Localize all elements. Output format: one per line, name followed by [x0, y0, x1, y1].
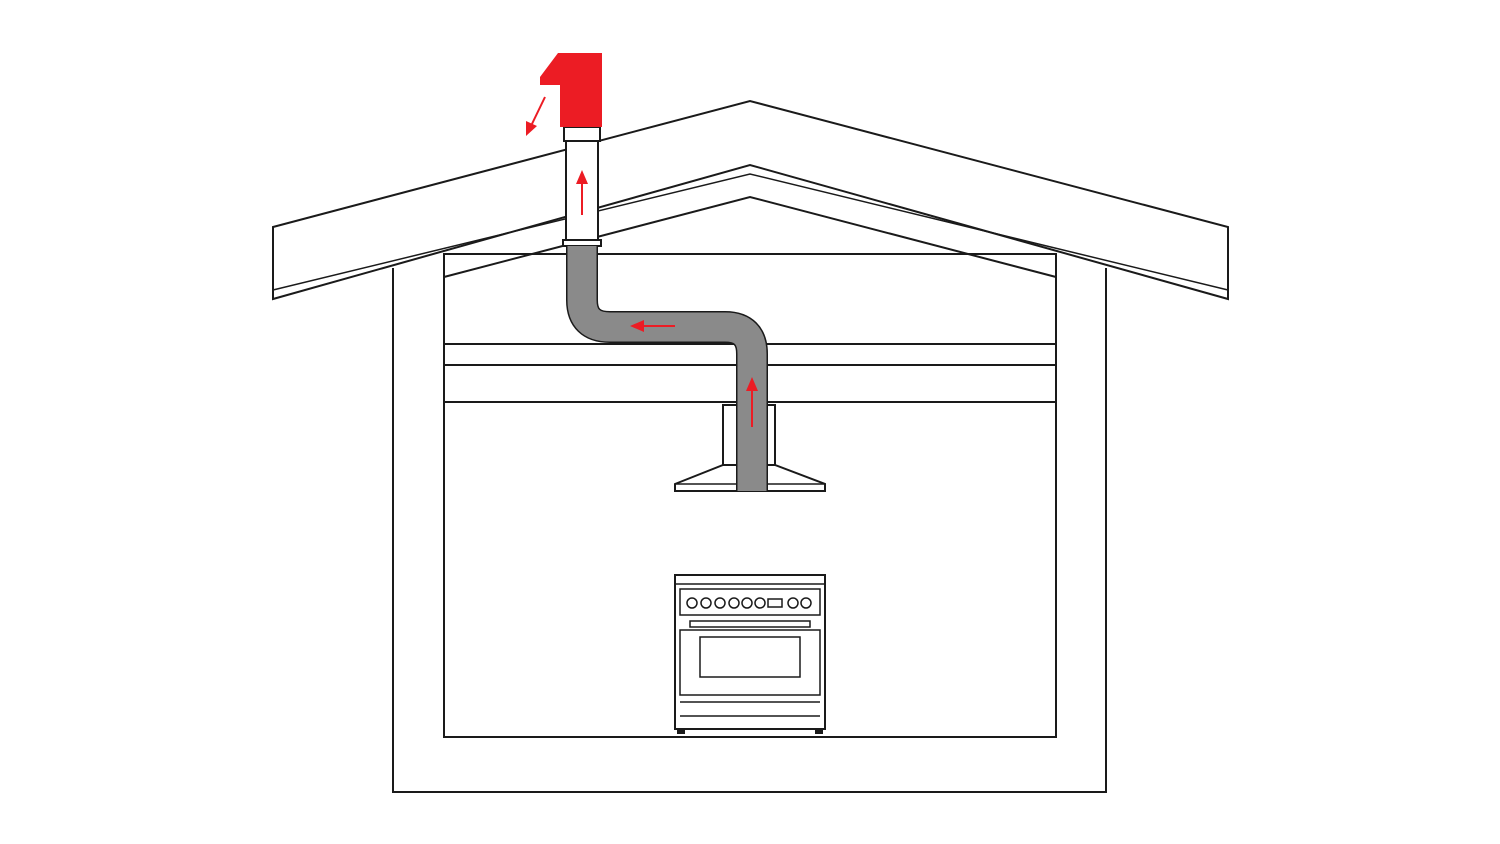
- airflow-arrow-icon: [746, 377, 758, 427]
- airflow-arrow-icon: [576, 170, 588, 215]
- vent-pipe-top: [563, 126, 601, 142]
- airflow-arrow-icon: [630, 320, 675, 332]
- roof-inner-line: [272, 173, 1229, 291]
- room-interior: [443, 253, 1057, 738]
- house-outer-wall: [392, 268, 1107, 793]
- airflow-arrow-icon: [526, 96, 546, 136]
- roof-vent-cap-icon: [540, 53, 602, 127]
- roof: [272, 99, 1229, 301]
- stove-oven-icon: [674, 574, 826, 734]
- attic-gable: [443, 195, 1057, 278]
- vent-pipe-collar: [562, 239, 602, 247]
